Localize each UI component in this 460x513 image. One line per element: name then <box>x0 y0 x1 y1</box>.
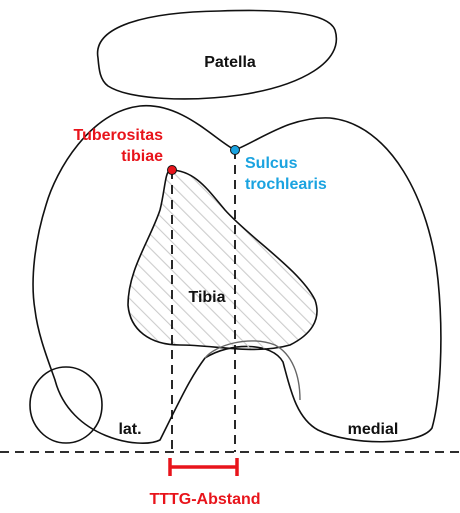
medial-label: medial <box>348 421 399 438</box>
tibia-label: Tibia <box>188 289 225 306</box>
tttg-measurement-bar <box>170 458 237 476</box>
tuberositas-label-line1: Tuberositas <box>74 127 164 144</box>
patella-label: Patella <box>204 54 256 71</box>
sulcus-label-line1: Sulcus <box>245 155 298 172</box>
tibia-shape <box>128 170 317 349</box>
tuberositas-label-line2: tibiae <box>121 148 163 165</box>
tttg-label: TTTG-Abstand <box>149 491 260 508</box>
tuberositas-point <box>168 166 177 175</box>
lateral-label: lat. <box>118 421 141 438</box>
sulcus-label-line2: trochlearis <box>245 176 327 193</box>
sulcus-point <box>231 146 240 155</box>
